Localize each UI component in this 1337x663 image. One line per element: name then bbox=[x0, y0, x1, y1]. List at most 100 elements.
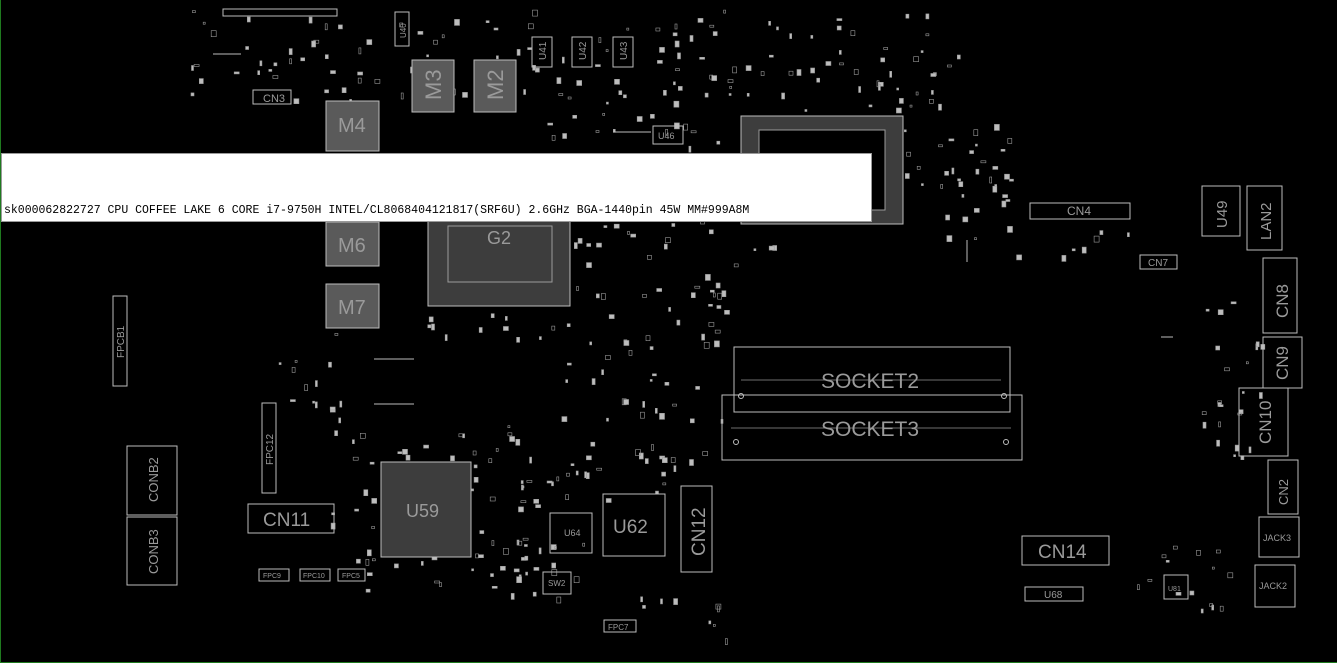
smd-pad bbox=[796, 69, 802, 76]
smd-pad bbox=[371, 498, 378, 504]
smd-pad bbox=[664, 381, 670, 386]
component-conb3[interactable] bbox=[126, 516, 178, 586]
component-jack2[interactable] bbox=[1254, 564, 1296, 608]
smd-pad bbox=[324, 89, 329, 94]
smd-pad bbox=[584, 471, 587, 479]
smd-pad bbox=[896, 107, 902, 114]
component-u41[interactable] bbox=[531, 36, 553, 68]
component-m3[interactable] bbox=[411, 59, 455, 113]
smd-pad bbox=[500, 565, 506, 571]
smd-pad bbox=[352, 439, 355, 445]
smd-pad bbox=[366, 572, 373, 577]
component-cn3[interactable] bbox=[252, 89, 292, 105]
smd-pad bbox=[688, 145, 692, 153]
component-u81[interactable] bbox=[1163, 574, 1189, 600]
smd-pad bbox=[504, 316, 508, 321]
component-m4[interactable] bbox=[325, 100, 380, 152]
smd-pad bbox=[420, 561, 424, 566]
component-u49[interactable] bbox=[1201, 185, 1241, 237]
component-u62[interactable] bbox=[602, 493, 666, 557]
smd-pad bbox=[190, 92, 195, 97]
component-cn14[interactable] bbox=[1021, 535, 1110, 566]
label-u49: U49 bbox=[1214, 200, 1231, 228]
smd-pad bbox=[247, 16, 251, 23]
component-lan2[interactable] bbox=[1246, 185, 1283, 251]
label-jack2: JACK2 bbox=[1259, 581, 1287, 591]
smd-pad bbox=[488, 458, 493, 464]
component-cn10[interactable] bbox=[1238, 387, 1289, 457]
smd-pad bbox=[427, 324, 432, 329]
smd-pad bbox=[973, 129, 979, 136]
smd-pad bbox=[595, 130, 600, 133]
component-u59[interactable] bbox=[380, 461, 472, 558]
smd-pad bbox=[708, 229, 714, 235]
component-cn11[interactable] bbox=[247, 503, 335, 534]
component-cn2[interactable] bbox=[1267, 459, 1299, 515]
component-cn4[interactable] bbox=[1029, 202, 1131, 220]
smd-pad bbox=[601, 369, 604, 376]
component-cn12[interactable] bbox=[680, 485, 713, 573]
component-u40[interactable] bbox=[394, 11, 410, 47]
component-fpc12[interactable] bbox=[261, 402, 277, 494]
header-connector[interactable] bbox=[222, 8, 338, 17]
smd-pad bbox=[708, 322, 715, 327]
component-fpc7[interactable] bbox=[603, 619, 637, 633]
component-conb2[interactable] bbox=[126, 445, 178, 516]
component-fpc5[interactable] bbox=[337, 568, 366, 582]
smd-pad bbox=[649, 346, 654, 350]
smd-pad bbox=[712, 624, 716, 627]
smd-pad bbox=[974, 237, 977, 240]
component-cn8[interactable] bbox=[1262, 257, 1298, 334]
component-socket2[interactable] bbox=[733, 346, 1011, 413]
label-u68: U68 bbox=[1044, 590, 1063, 601]
smd-pad bbox=[909, 104, 913, 108]
component-g2-cpu[interactable] bbox=[427, 217, 571, 307]
component-cn7[interactable] bbox=[1139, 254, 1178, 270]
smd-pad bbox=[671, 223, 676, 227]
smd-pad bbox=[608, 314, 615, 319]
smd-pad bbox=[308, 16, 313, 24]
label-jack3: JACK3 bbox=[1263, 533, 1291, 543]
smd-pad bbox=[556, 476, 560, 482]
smd-pad bbox=[836, 18, 843, 21]
smd-pad bbox=[516, 336, 520, 343]
component-sw2[interactable] bbox=[542, 571, 572, 595]
smd-pad bbox=[606, 417, 609, 422]
component-u43[interactable] bbox=[612, 36, 634, 68]
component-fpcb1[interactable] bbox=[112, 295, 128, 387]
smd-pad bbox=[365, 558, 370, 566]
label-u59: U59 bbox=[406, 501, 439, 521]
component-u64[interactable] bbox=[549, 512, 593, 554]
smd-pad bbox=[789, 33, 793, 39]
component-m6[interactable] bbox=[325, 221, 380, 267]
smd-pad bbox=[948, 138, 955, 142]
smd-pad bbox=[366, 39, 373, 45]
label-conb2: CONB2 bbox=[146, 457, 161, 502]
smd-pad bbox=[839, 62, 844, 66]
smd-pad bbox=[694, 285, 701, 289]
smd-pad bbox=[1218, 404, 1224, 408]
smd-pad bbox=[642, 294, 647, 298]
component-u42[interactable] bbox=[571, 36, 593, 68]
smd-pad bbox=[958, 181, 964, 187]
component-m7[interactable] bbox=[325, 283, 380, 329]
smd-pad bbox=[278, 362, 282, 365]
smd-pad bbox=[202, 21, 206, 25]
smd-pad bbox=[431, 323, 435, 331]
smd-pad bbox=[810, 35, 814, 39]
smd-pad bbox=[493, 27, 499, 31]
component-jack3[interactable] bbox=[1258, 516, 1300, 558]
smd-pad bbox=[566, 323, 571, 328]
component-u68[interactable] bbox=[1024, 586, 1084, 602]
smd-pad bbox=[567, 96, 572, 100]
component-socket3[interactable] bbox=[721, 394, 1023, 461]
label-u42: U42 bbox=[578, 41, 589, 60]
smd-pad bbox=[673, 100, 680, 108]
component-fpc10[interactable] bbox=[299, 568, 331, 582]
component-u46[interactable] bbox=[652, 125, 684, 145]
smd-pad bbox=[324, 54, 329, 60]
component-fpc9[interactable] bbox=[258, 568, 290, 582]
component-m2[interactable] bbox=[473, 59, 517, 113]
